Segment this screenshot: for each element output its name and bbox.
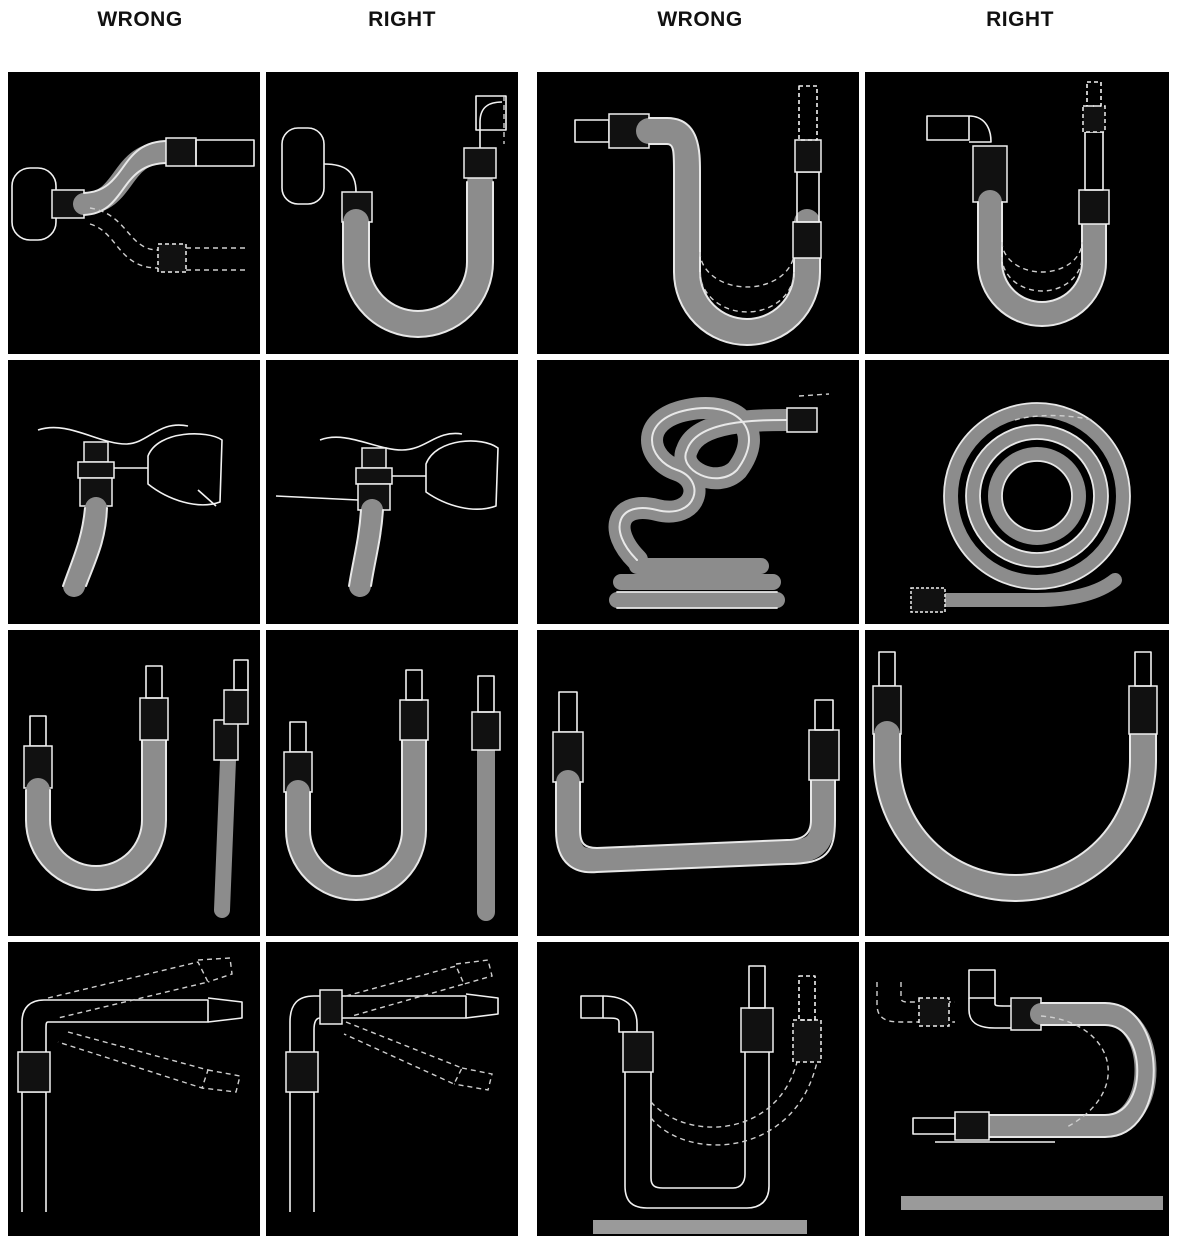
header-wrong-right: WRONG: [600, 8, 800, 36]
panel-r4-right-support-at-bend: [266, 942, 518, 1236]
panel-r1-right-loop-hose: [266, 72, 518, 354]
panel-r1-wrong-long-loop: [537, 72, 859, 354]
panel-r3-wrong-sharp-bends: [537, 630, 859, 936]
panel-r3-right-proper-length: [266, 630, 518, 936]
panel-r2-right-spiral-coil: [865, 360, 1169, 624]
panel-r2-wrong-twisted-tightening: [8, 360, 260, 624]
panel-r4-wrong-bend-at-fitting: [8, 942, 260, 1236]
panel-r3-right-large-radius: [865, 630, 1169, 936]
panel-r2-wrong-kinked-coil: [537, 360, 859, 624]
panel-r4-right-supported-loop: [865, 942, 1169, 1236]
panel-r4-wrong-unsupported-loop: [537, 942, 859, 1236]
header-right-right: RIGHT: [920, 8, 1120, 36]
panel-r1-right-short-loop: [865, 72, 1169, 354]
header-wrong-left: WRONG: [40, 8, 240, 36]
header-right-left: RIGHT: [302, 8, 502, 36]
panel-r2-right-straight-tightening: [266, 360, 518, 624]
panel-r1-wrong-offset-hose: [8, 72, 260, 354]
panel-r3-wrong-short-hose: [8, 630, 260, 936]
